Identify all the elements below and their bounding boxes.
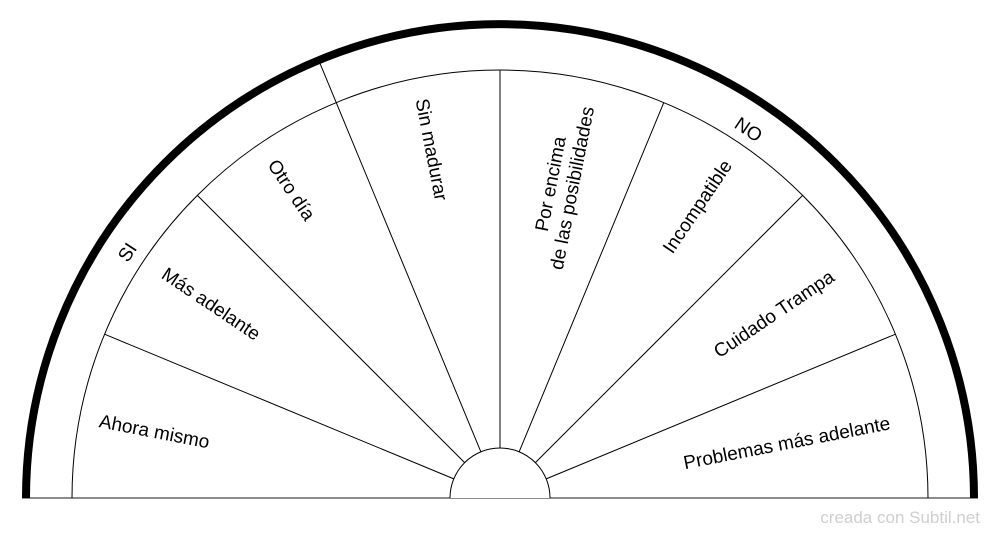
sector-label-line: Problemas más adelante [682,413,892,474]
group-label-no: NO [730,114,765,147]
sector-label-line: Ahora mismo [97,411,211,453]
outer-arc [22,20,978,499]
sector-label-line: Más adelante [157,264,263,345]
sector-label-line: Sin madurar [411,97,451,203]
sector-label: Ahora mismo [97,411,211,453]
sector-label-line: Otro día [263,156,319,225]
sector-label: Problemas más adelante [682,413,892,474]
sector-divider [104,333,454,480]
sector-label-line: Cuidado Trampa [710,266,839,362]
sector-divider [197,195,465,463]
hub-circle [449,447,551,499]
sector-divider [518,102,665,452]
sector-divider [535,195,803,463]
sector-label: Sin madurar [411,97,451,203]
sector-label: Más adelante [157,264,263,345]
sector-label-line: Incompatible [659,156,737,257]
group-label-si: SI [114,239,141,266]
group-divider [318,59,337,103]
sector-label: Por encimade las posibilidades [525,101,599,272]
sector-divider [335,102,482,452]
sector-label: Otro día [263,156,319,225]
sector-label: Cuidado Trampa [710,266,839,362]
sector-label: Incompatible [659,156,737,257]
sector-divider [546,333,896,480]
credit-text: creada con Subtil.net [820,508,980,527]
